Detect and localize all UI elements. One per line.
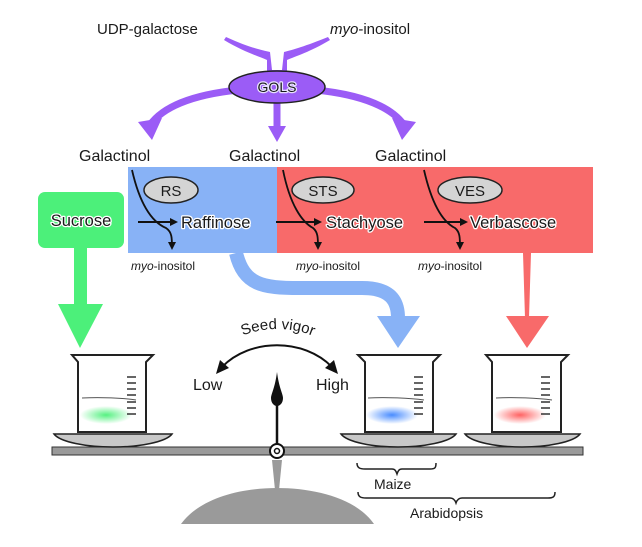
liquid-line-sucrose [81, 397, 137, 401]
balance-pivot-center [273, 447, 281, 455]
balance-base [181, 488, 374, 524]
gols-arrow-left [147, 86, 239, 128]
myo-inositol-byproduct-2: myo-inositol [296, 259, 360, 273]
dish-raffinose [339, 433, 458, 448]
raffinose-arrowhead [377, 316, 420, 348]
verbascose-arrow-shaft [523, 253, 531, 318]
rs-enzyme-label: RS [161, 183, 182, 200]
galactinol-label-1: Galactinol [79, 148, 150, 165]
balance-stem [272, 460, 282, 490]
dish-sucrose [52, 433, 174, 448]
sts-enzyme-node [291, 176, 355, 204]
myo-inositol-byproduct-3: myo-inositol [418, 259, 482, 273]
sts-enzyme-label: STS [308, 183, 337, 200]
liquid-line-verbascose [495, 397, 553, 401]
seed-vigor-arc [221, 344, 333, 368]
rs-reaction: RS Raffinose [131, 169, 252, 250]
arc-arrowhead-low [216, 360, 229, 374]
udp-galactose-label: UDP-galactose [97, 21, 198, 38]
liquid-line-raffinose [367, 397, 425, 401]
liquid-verbascose [494, 406, 546, 424]
maize-bracket [356, 462, 437, 477]
gols-enzyme-label: GOLS [258, 79, 297, 95]
high-vigor-label: High [316, 377, 349, 394]
sucrose-arrowhead [58, 304, 103, 348]
balance-needle-tip [271, 372, 283, 406]
low-vigor-label: Low [193, 377, 223, 394]
myo-inositol-substrate-label: myo-inositol [330, 21, 410, 38]
graduation-marks-verbascose [541, 376, 550, 415]
sts-reaction: STS Stachyose [276, 169, 404, 250]
raffinose-label: Raffinose [181, 214, 250, 232]
stachyose-label: Stachyose [326, 214, 403, 232]
balance-scale: Seed vigor Low High [51, 316, 584, 524]
beaker-verbascose [463, 354, 582, 448]
substrate-merge-arrow [224, 37, 330, 72]
rs-galactinol-curve [131, 169, 176, 250]
verbascose-arrowhead [506, 316, 549, 348]
raffinose-flow-arrow [229, 251, 420, 348]
arc-arrowhead-high [325, 360, 338, 374]
gols-reaction: UDP-galactose myo-inositol GOLS [97, 21, 416, 142]
arabidopsis-label: Arabidopsis [410, 505, 483, 521]
liquid-sucrose [80, 406, 132, 424]
myo-inositol-byproduct-1: myo-inositol [131, 259, 195, 273]
gols-enzyme-node [228, 70, 326, 104]
sucrose-arrow-shaft [74, 248, 87, 306]
ves-galactinol-curve [423, 169, 464, 250]
verbascose-flow-arrow [506, 253, 549, 348]
sucrose-flow-arrow [58, 248, 103, 348]
sucrose-label: Sucrose [51, 212, 112, 230]
raffinose-arrow-shaft [229, 251, 405, 319]
graduation-marks-sucrose [127, 376, 136, 415]
graduation-marks-raffinose [414, 376, 423, 415]
gols-arrowhead-right [392, 118, 416, 140]
galactinol-label-2: Galactinol [229, 148, 300, 165]
beaker-sucrose [52, 354, 174, 448]
sucrose-box [38, 192, 124, 248]
galactinol-label-3: Galactinol [375, 148, 446, 165]
ves-enzyme-label: VES [455, 183, 485, 200]
ves-reaction: VES Verbascose [423, 169, 557, 250]
balance-beam [51, 446, 584, 456]
verbascose-label: Verbascose [470, 214, 556, 232]
beaker-raffinose [339, 354, 458, 448]
liquid-raffinose [366, 406, 418, 424]
raffinose-region [128, 167, 277, 253]
sts-galactinol-curve [282, 169, 322, 250]
seed-vigor-label: Seed vigor [239, 316, 318, 340]
arabidopsis-bracket [357, 491, 556, 506]
gols-arrow-right [315, 86, 407, 128]
rs-enzyme-node [143, 176, 199, 204]
gols-arrowhead-left [138, 118, 162, 140]
gols-arrowhead-center [268, 126, 286, 142]
ves-enzyme-node [437, 176, 503, 204]
dish-verbascose [463, 433, 582, 448]
maize-label: Maize [374, 476, 412, 492]
